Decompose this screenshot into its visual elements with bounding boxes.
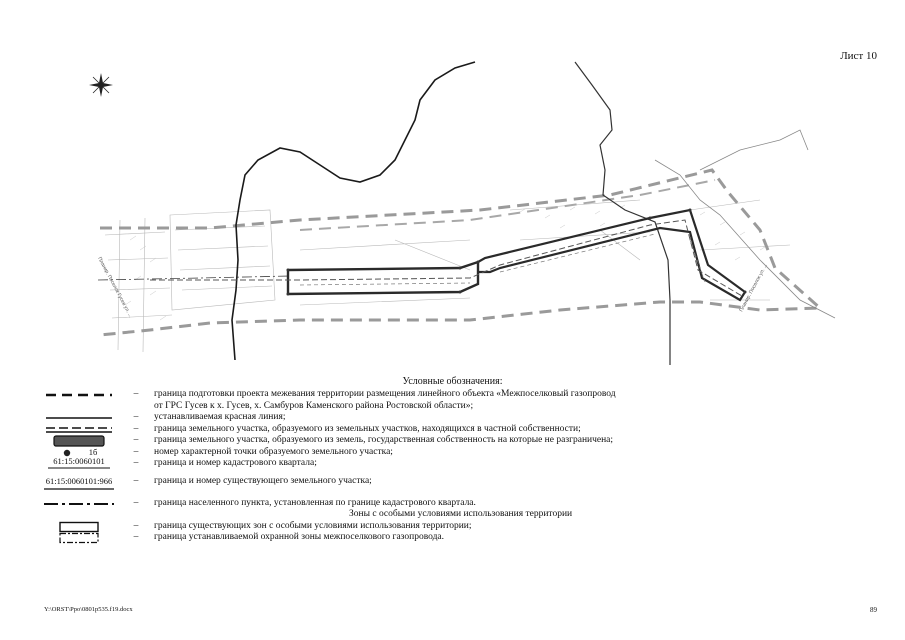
legend-text: граница устанавливаемой охранной зоны ме…: [154, 532, 445, 542]
road-label-right: Планир. Поселок ул. ...: [738, 263, 768, 313]
legend-row-existing-parcel: 61:15:0060101:966 – граница и номер суще…: [40, 476, 880, 494]
north-arrow-icon: [89, 73, 113, 97]
map-canvas: Планир. Поселок Гусев ул. ... Планир. По…: [89, 61, 836, 365]
planning-boundary-top: [299, 179, 716, 231]
characteristic-points: [286, 208, 747, 296]
point-number-label: 1б: [88, 446, 98, 457]
pipeline-secondary: [299, 233, 706, 286]
legend-row-point-number: 1б – номер характерной точки образуемого…: [40, 447, 880, 459]
symbol-existing-zones: [40, 521, 118, 533]
legend-text: граница подготовки проекта межевания тер…: [154, 389, 616, 399]
legend-row-state-parcel: – граница земельного участка, образуемог…: [40, 435, 880, 447]
symbol-private-parcel: [40, 424, 118, 436]
terrain-hatching: [124, 204, 766, 321]
pipeline-parcel-mid: [477, 208, 747, 302]
symbol-red-line: [40, 412, 118, 424]
legend-row-cadastral-quarter: 61:15:0060101 – граница и номер кадастро…: [40, 456, 880, 470]
legend-text: граница и номер кадастрового квартала;: [154, 458, 317, 468]
footer-file-path: Y:\ORST\Ppo\0801p535.f19.docx: [44, 606, 133, 613]
legend-row-zones-heading: Зоны с особыми условиями использования т…: [40, 509, 880, 521]
legend-text: граница земельного участка, образуемого …: [154, 423, 581, 434]
symbol-state-parcel: [40, 435, 118, 447]
settlement-border: [97, 275, 291, 281]
existing-parcel-label: 61:15:0060101:966: [45, 475, 113, 486]
symbol-protection-zone: [40, 532, 118, 544]
road-line-upper: [699, 129, 809, 171]
road-line: [654, 159, 836, 319]
background-parcels: [104, 199, 791, 353]
legend-text: граница существующих зон с особыми услов…: [154, 520, 472, 531]
legend-row-red-line: – устанавливаемая красная линия;: [40, 412, 880, 424]
legend-row-planning-boundary: – граница подготовки проекта межевания т…: [40, 389, 880, 401]
footer-page-number: 89: [870, 606, 877, 614]
road-label-left: Планир. Поселок Гусев ул. ...: [96, 256, 133, 319]
symbol-cadastral-quarter: 61:15:0060101: [40, 456, 118, 470]
symbol-settlement-border: [40, 498, 118, 510]
cadastral-quarter-label: 61:15:0060101: [53, 456, 105, 466]
legend-row-protection-zone: – граница устанавливаемой охранной зоны …: [40, 532, 880, 544]
legend-text: граница и номер существующего земельного…: [154, 475, 372, 486]
planning-boundary: [99, 168, 824, 337]
legend-text: граница земельного участка, образуемого …: [154, 435, 614, 445]
legend-text: номер характерной точки образуемого земе…: [154, 446, 393, 457]
legend-row-private-parcel: – граница земельного участка, образуемог…: [40, 424, 880, 436]
river-line: [231, 61, 476, 361]
legend-text: устанавливаемая красная линия;: [154, 412, 286, 422]
legend-text: граница населенного пункта, установленна…: [154, 497, 476, 508]
legend-row-continuation: от ГРС Гусев к х. Гусев, х. Самбуров Кам…: [40, 401, 880, 413]
creek-line: [574, 61, 671, 365]
legend-title: Условные обозначения:: [402, 376, 503, 387]
symbol-existing-parcel: 61:15:0060101:966: [40, 476, 118, 494]
legend-text: от ГРС Гусев к х. Гусев, х. Самбуров Кам…: [154, 400, 474, 411]
symbol-point-number: 1б: [40, 447, 118, 459]
legend-subheading: Зоны с особыми условиями использования т…: [349, 509, 573, 519]
pipeline-centerline: [150, 219, 743, 297]
symbol-planning-boundary: [40, 389, 118, 401]
legend-row-existing-zones: – граница существующих зон с особыми усл…: [40, 521, 880, 533]
sheet-label: Лист 10: [840, 50, 877, 62]
legend-row-settlement-border: – граница населенного пункта, установлен…: [40, 498, 880, 510]
legend: – граница подготовки проекта межевания т…: [40, 389, 880, 544]
